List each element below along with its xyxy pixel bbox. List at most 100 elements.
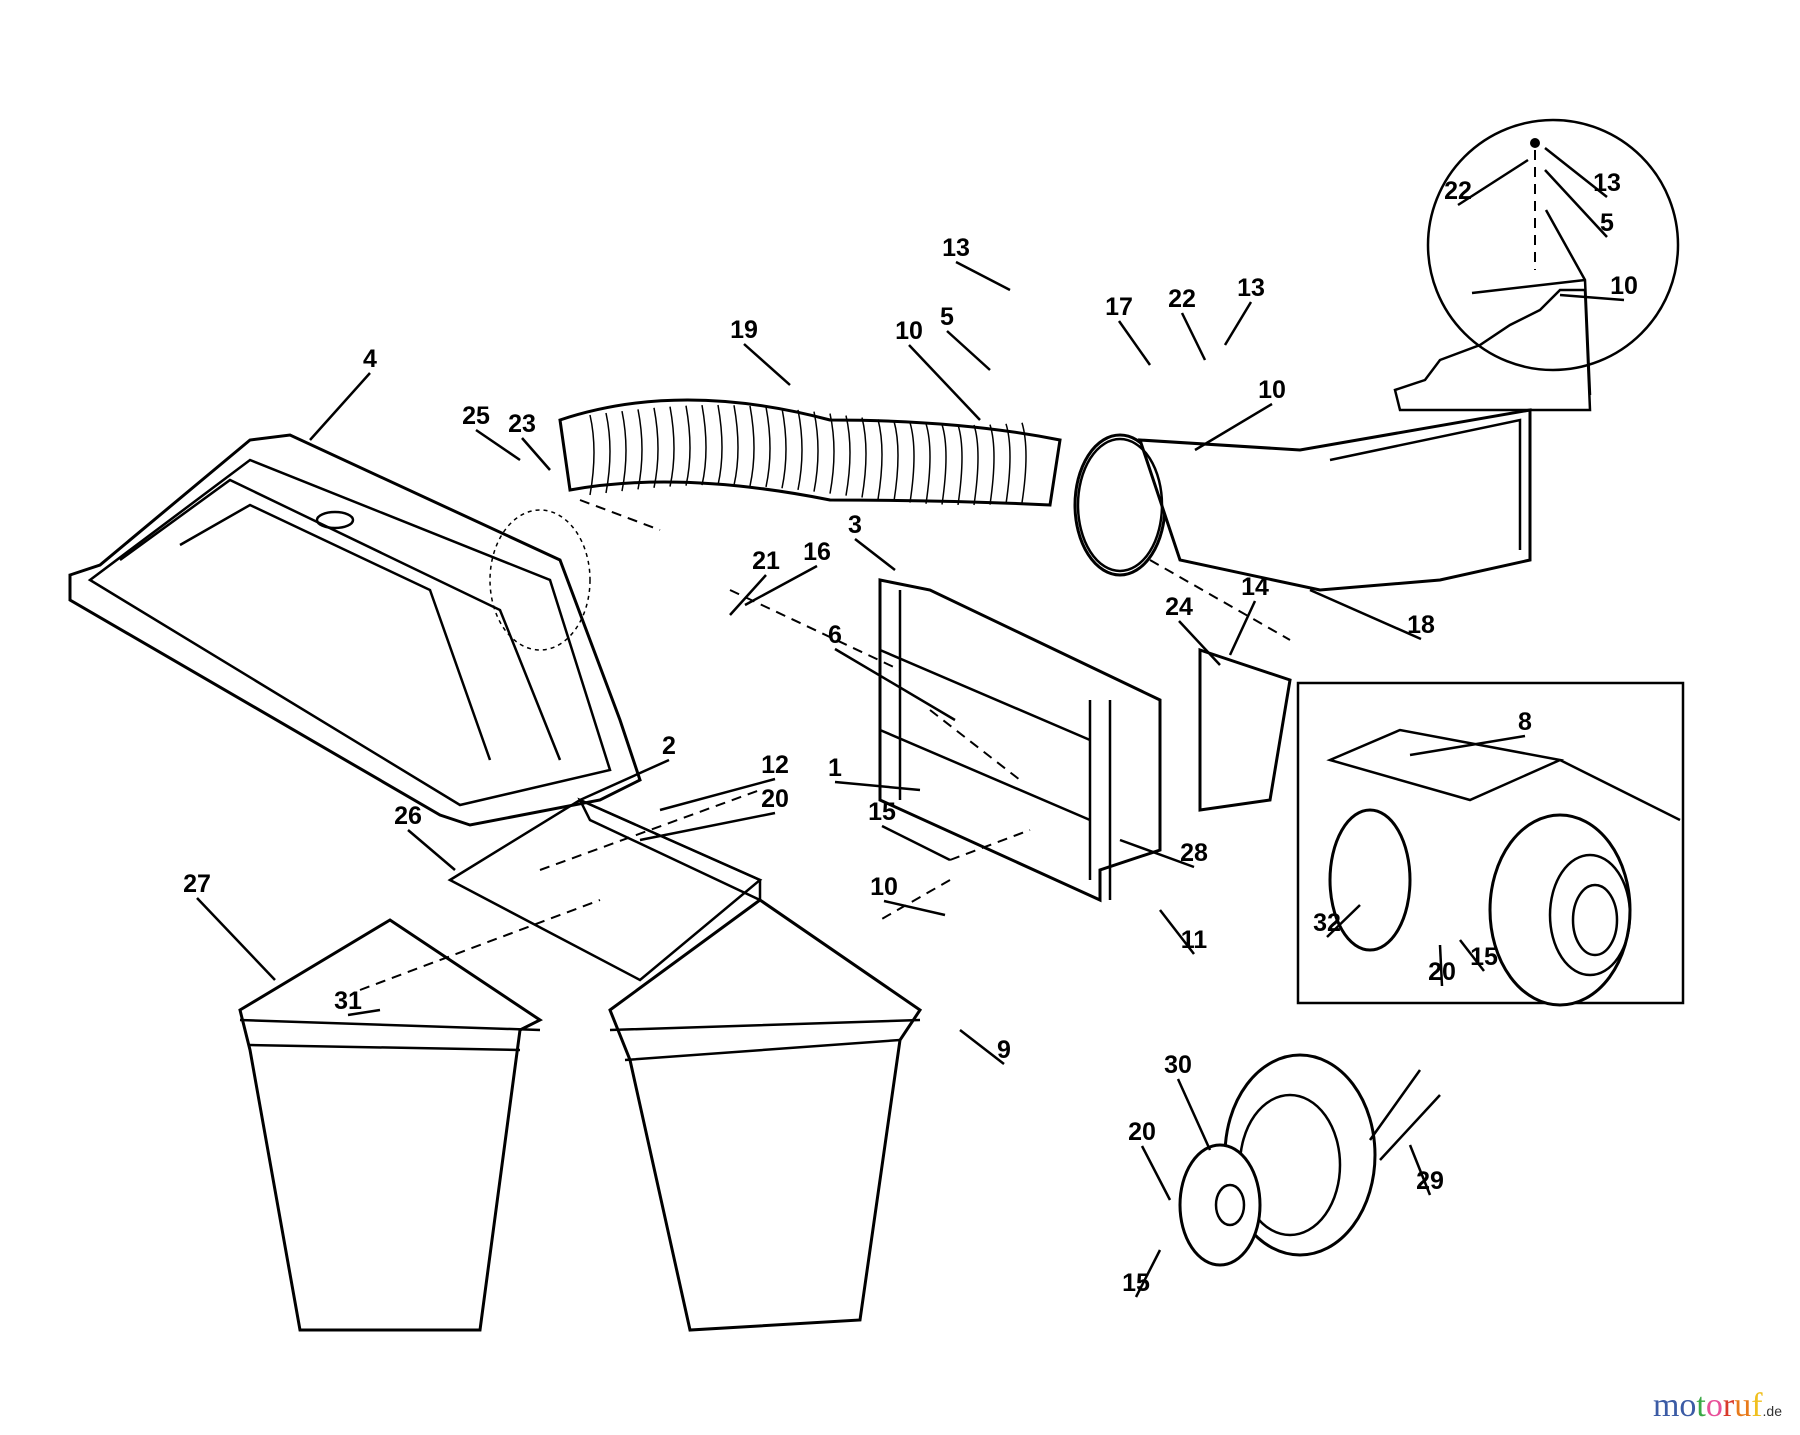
hood-part [68,433,642,827]
leader-arrow [908,344,981,421]
watermark-letter: o [1705,1387,1723,1424]
watermark-letter: t [1696,1387,1706,1424]
detail-circle [1393,118,1680,412]
callout-label-22: 22 [1444,177,1472,205]
callout-label-13: 13 [1237,274,1265,302]
watermark-letter: m [1652,1387,1680,1424]
leader-arrow [1117,320,1152,366]
leader-arrow [959,1029,1005,1065]
callout-label-13: 13 [1593,169,1621,197]
callout-label-14: 14 [1241,573,1269,601]
callout-label-22: 22 [1168,285,1196,313]
leader-arrow [1119,838,1195,869]
callout-label-20: 20 [1128,1118,1156,1146]
callout-label-29: 29 [1416,1167,1444,1195]
callout-label-12: 12 [761,751,789,779]
leader-arrow [1438,944,1444,987]
callout-label-19: 19 [730,316,758,344]
callout-label-30: 30 [1164,1051,1192,1079]
leader-arrow [1134,1249,1162,1298]
leader-arrow [521,437,551,471]
watermark-letter: f [1751,1387,1763,1424]
callout-label-15: 15 [868,798,896,826]
callout-label-1: 1 [828,754,842,782]
leader-arrow [1228,600,1257,656]
leader-arrow [659,777,776,812]
leader-arrow [1194,402,1273,452]
chute-part [1073,408,1532,592]
leader-arrow [579,758,670,802]
leader-arrow [1559,293,1625,302]
leader-arrow [1309,588,1422,641]
bag-left [238,918,543,1332]
leader-arrow [946,330,991,371]
leader-arrow [854,538,896,571]
leader-arrow [1159,909,1195,955]
watermark-letter: u [1734,1387,1752,1424]
callout-label-8: 8 [1518,708,1532,736]
leader-arrow [1140,1145,1172,1201]
leader-arrow [1326,904,1361,938]
motoruf-watermark-logo: motoruf.de [1653,1387,1782,1425]
leader-arrow [1457,158,1529,207]
callout-label-10: 10 [870,873,898,901]
leader-arrow [407,829,456,871]
leader-lines [196,147,1625,1298]
callout-label-5: 5 [1600,209,1614,237]
leader-arrow [1180,312,1207,361]
callout-label-21: 21 [752,547,780,575]
leader-arrow [1544,169,1608,238]
callout-label-10: 10 [1258,376,1286,404]
callout-label-11: 11 [1181,926,1208,954]
leader-arrow [196,897,276,981]
inset-box [1296,681,1685,1007]
callout-label-32: 32 [1313,909,1341,937]
leader-arrow [881,824,951,862]
bag-right [608,898,923,1332]
callout-label-4: 4 [363,345,377,373]
watermark-letter: o [1679,1387,1697,1424]
wheel-part [1178,1053,1441,1267]
callout-label-10: 10 [1610,272,1638,300]
watermark-suffix: .de [1762,1403,1782,1419]
callout-label-17: 17 [1105,293,1133,321]
leader-arrow [955,260,1011,292]
frame-part [878,578,1292,903]
callout-label-24: 24 [1165,593,1193,621]
leader-arrow [1223,301,1253,346]
leader-arrow [347,1008,381,1017]
leader-arrow [1459,939,1485,972]
leader-arrow [834,647,956,722]
callout-label-16: 16 [803,538,831,566]
leader-arrow [744,564,818,607]
callout-label-26: 26 [394,802,422,830]
callout-label-3: 3 [848,511,862,539]
callout-label-6: 6 [828,621,842,649]
leader-arrow [883,899,946,917]
callout-label-20: 20 [1428,958,1456,986]
callout-label-15: 15 [1122,1269,1150,1297]
leader-arrow [729,574,767,616]
leader-arrow [309,372,371,441]
callout-label-10: 10 [895,317,923,345]
leader-arrow [834,780,921,792]
callout-label-25: 25 [462,402,490,430]
leader-arrow [1408,1144,1432,1196]
leader-arrow [1409,734,1526,757]
leader-arrow [1544,147,1608,198]
callout-label-18: 18 [1407,611,1435,639]
callout-label-23: 23 [508,410,536,438]
callout-label-13: 13 [942,234,970,262]
leader-arrow [1176,1078,1212,1151]
leader-arrow [743,343,791,386]
callout-label-31: 31 [334,987,362,1015]
callout-label-9: 9 [997,1036,1011,1064]
callout-label-2: 2 [662,732,676,760]
callout-label-5: 5 [940,303,954,331]
callout-label-15: 15 [1470,943,1498,971]
leader-arrow [475,428,521,462]
leader-arrow [639,811,776,842]
